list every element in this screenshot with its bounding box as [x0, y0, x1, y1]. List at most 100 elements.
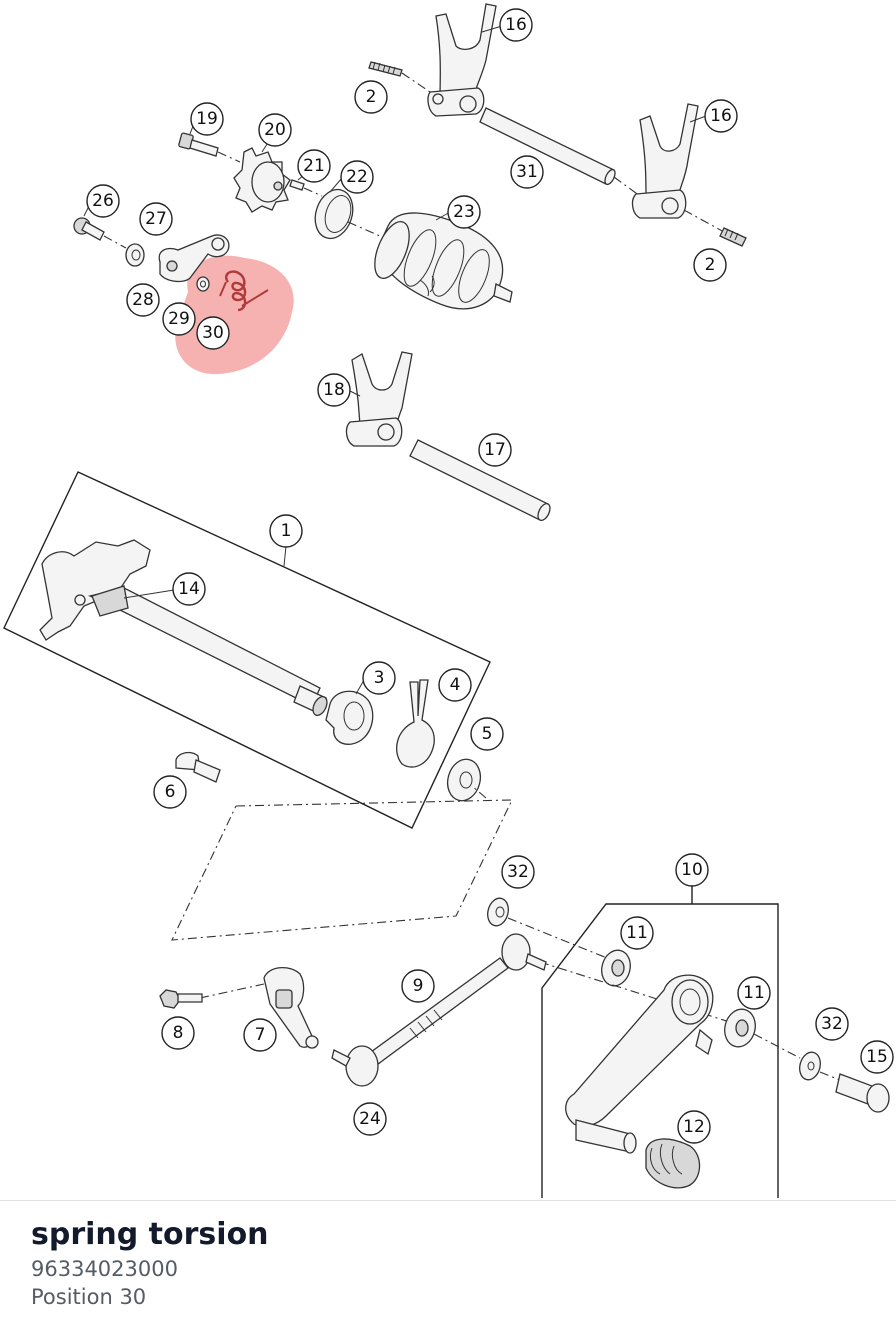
washer-part-29[interactable] [196, 276, 210, 292]
callout-31[interactable]: 31 [510, 155, 544, 189]
callout-3[interactable]: 3 [362, 661, 396, 695]
svg-text:32: 32 [821, 1014, 843, 1034]
callout-15[interactable]: 15 [860, 1040, 894, 1074]
bolt-part-26[interactable] [73, 217, 105, 241]
callout-30[interactable]: 30 [196, 316, 230, 350]
svg-text:26: 26 [92, 191, 114, 211]
callout-12[interactable]: 12 [677, 1110, 711, 1144]
svg-text:4: 4 [450, 675, 461, 695]
callout-19[interactable]: 19 [190, 102, 224, 136]
washer-part-32-left[interactable] [485, 896, 512, 928]
callout-7[interactable]: 7 [243, 1018, 277, 1052]
connecting-rod-part-9[interactable] [359, 933, 547, 1071]
shift-fork-part-16-upper[interactable] [427, 3, 497, 117]
locking-lever-part-28[interactable] [158, 234, 230, 283]
callout-21[interactable]: 21 [297, 149, 331, 183]
callout-2[interactable]: 2 [693, 248, 727, 282]
callout-17[interactable]: 17 [478, 433, 512, 467]
callout-26[interactable]: 26 [86, 184, 120, 218]
shaft-part-17[interactable] [409, 439, 552, 522]
callout-9[interactable]: 9 [401, 969, 435, 1003]
part-callouts: 16 2 19 20 21 22 31 16 26 27 23 2 28 29 … [86, 8, 894, 1144]
shift-lever-assembly-box-part-10 [541, 903, 779, 1198]
callout-28[interactable]: 28 [126, 283, 160, 317]
ring-part-22[interactable] [309, 185, 359, 244]
bolt-part-15[interactable] [835, 1073, 890, 1113]
spring-part-2-lower[interactable] [719, 227, 747, 247]
shift-fork-part-18[interactable] [345, 351, 413, 447]
svg-text:6: 6 [165, 782, 176, 802]
svg-text:9: 9 [413, 976, 424, 996]
svg-text:1: 1 [281, 521, 292, 541]
bushing-part-3[interactable] [325, 690, 374, 745]
bolt-part-19[interactable] [178, 132, 219, 157]
shift-drum-part-23[interactable] [368, 212, 513, 310]
callout-16[interactable]: 16 [499, 8, 533, 42]
spring-clip-part-4[interactable] [396, 679, 435, 768]
spring-bush-part-14[interactable] [91, 585, 129, 617]
callout-27[interactable]: 27 [139, 202, 173, 236]
callout-29[interactable]: 29 [162, 302, 196, 336]
callout-4[interactable]: 4 [438, 668, 472, 702]
part-name: spring torsion [31, 1217, 269, 1252]
svg-text:12: 12 [683, 1117, 705, 1137]
callout-20[interactable]: 20 [258, 113, 292, 147]
washer-part-5[interactable] [443, 756, 485, 805]
exploded-parts-diagram: 16 2 19 20 21 22 31 16 26 27 23 2 28 29 … [3, 3, 894, 1198]
svg-text:27: 27 [145, 209, 167, 229]
callout-6[interactable]: 6 [153, 775, 187, 809]
callout-16[interactable]: 16 [704, 99, 738, 133]
callout-32[interactable]: 32 [815, 1007, 849, 1041]
part-number: 96334023000 [31, 1257, 178, 1281]
callout-5[interactable]: 5 [470, 717, 504, 751]
shift-lever-part-7[interactable] [263, 967, 319, 1049]
svg-text:21: 21 [303, 156, 325, 176]
callout-22[interactable]: 22 [340, 160, 374, 194]
callout-11[interactable]: 11 [737, 976, 771, 1010]
ball-joint-part-24[interactable] [331, 1045, 379, 1087]
washer-part-32-right[interactable] [797, 1050, 824, 1082]
callout-8[interactable]: 8 [161, 1016, 195, 1050]
callout-18[interactable]: 18 [317, 373, 351, 407]
bolt-part-6[interactable] [175, 751, 221, 783]
callout-11[interactable]: 11 [620, 916, 654, 950]
svg-text:16: 16 [710, 106, 732, 126]
svg-text:20: 20 [264, 120, 286, 140]
pin-part-21[interactable] [289, 179, 305, 191]
washer-part-27[interactable] [125, 243, 145, 267]
shift-lever-part-10[interactable] [565, 974, 714, 1154]
svg-text:8: 8 [173, 1023, 184, 1043]
callout-24[interactable]: 24 [353, 1102, 387, 1136]
bolt-part-8[interactable] [159, 989, 203, 1009]
svg-text:10: 10 [681, 860, 703, 880]
bearing-part-11-lower[interactable] [721, 1006, 760, 1050]
svg-text:7: 7 [255, 1025, 266, 1045]
svg-text:2: 2 [366, 87, 377, 107]
torsion-spring-part-30[interactable] [219, 270, 269, 312]
shift-drum-star-part-20[interactable] [233, 147, 291, 213]
shift-fork-part-16-lower[interactable] [631, 103, 699, 219]
callout-2[interactable]: 2 [354, 80, 388, 114]
svg-text:19: 19 [196, 109, 218, 129]
bearing-part-11-upper[interactable] [598, 947, 634, 989]
callout-32[interactable]: 32 [501, 855, 535, 889]
svg-text:15: 15 [866, 1047, 888, 1067]
svg-text:3: 3 [374, 668, 385, 688]
callout-1[interactable]: 1 [269, 514, 303, 548]
part-info-panel: spring torsion 96334023000 Position 30 [0, 1200, 896, 1336]
svg-text:17: 17 [484, 440, 506, 460]
svg-text:29: 29 [168, 309, 190, 329]
shaft-part-31[interactable] [479, 107, 617, 186]
shift-shaft-assembly-part-1[interactable] [3, 471, 491, 829]
footrest-rubber-part-12[interactable] [645, 1138, 701, 1189]
callout-14[interactable]: 14 [172, 572, 206, 606]
svg-text:11: 11 [626, 923, 648, 943]
callout-10[interactable]: 10 [675, 853, 709, 887]
svg-text:24: 24 [359, 1109, 381, 1129]
spring-part-2-upper[interactable] [368, 61, 403, 77]
svg-text:30: 30 [202, 323, 224, 343]
svg-text:28: 28 [132, 290, 154, 310]
svg-text:2: 2 [705, 255, 716, 275]
svg-text:11: 11 [743, 983, 765, 1003]
callout-23[interactable]: 23 [447, 195, 481, 229]
